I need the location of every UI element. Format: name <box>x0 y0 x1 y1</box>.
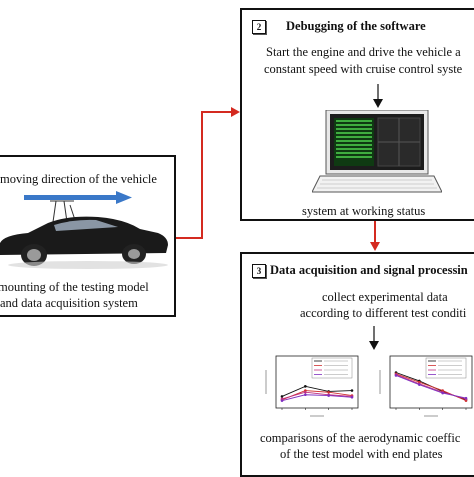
arrowhead-step3 <box>370 242 380 251</box>
series-line <box>281 394 353 402</box>
data-point <box>304 385 307 388</box>
step2-caption: system at working status <box>302 204 426 218</box>
data-point <box>327 394 330 397</box>
series-line <box>281 391 353 400</box>
chart-left <box>265 355 359 417</box>
data-point <box>327 390 330 394</box>
step2-desc-line2: constant speed with cruise control syste <box>264 62 463 76</box>
direction-label: moving direction of the vehicle <box>0 172 157 186</box>
step2-title: Debugging of the software <box>286 19 426 33</box>
data-point <box>464 396 468 400</box>
series-line <box>395 375 467 399</box>
step2-box: 2 Debugging of the software Start the en… <box>240 8 474 221</box>
legend-box <box>425 357 467 379</box>
car-icon <box>0 200 168 269</box>
step1-box: moving direction of the vehicle mounting… <box>0 155 176 317</box>
data-point <box>350 395 354 399</box>
step1-caption-line2: and data acquisition system <box>0 296 138 310</box>
step2-desc-line1: Start the engine and drive the vehicle a <box>266 45 461 59</box>
step1-caption-line1: mounting of the testing model <box>0 280 149 294</box>
data-point <box>304 393 307 397</box>
step3-number: 3 <box>252 264 266 278</box>
step2-number: 2 <box>252 20 266 34</box>
step3-caption-line1: comparisons of the aerodynamic coeffic <box>260 431 461 445</box>
down-arrow-icon-2 <box>369 326 379 350</box>
step3-caption-line2: of the test model with end plates <box>280 447 443 461</box>
down-arrow-icon <box>373 84 383 108</box>
step3-box: 3 Data acquisition and signal processin … <box>240 252 474 477</box>
step3-desc-line2: according to different test conditi <box>300 306 467 320</box>
series-line <box>281 385 353 397</box>
arrowhead-step2 <box>231 107 240 117</box>
plot-frame <box>275 355 359 409</box>
chart-right <box>379 355 473 417</box>
step3-desc-line1: collect experimental data <box>322 290 448 304</box>
direction-arrow-icon <box>24 191 132 204</box>
plot-frame <box>389 355 473 409</box>
step3-title: Data acquisition and signal processin <box>270 263 468 277</box>
data-point <box>304 390 307 394</box>
data-point <box>441 391 444 395</box>
data-point <box>280 399 284 402</box>
data-point <box>280 395 284 398</box>
data-point <box>418 383 421 386</box>
legend-box <box>311 357 353 379</box>
data-point <box>350 389 354 392</box>
arrow-step1-to-step2 <box>176 111 236 239</box>
laptop-icon <box>312 110 442 193</box>
data-point <box>394 374 398 377</box>
